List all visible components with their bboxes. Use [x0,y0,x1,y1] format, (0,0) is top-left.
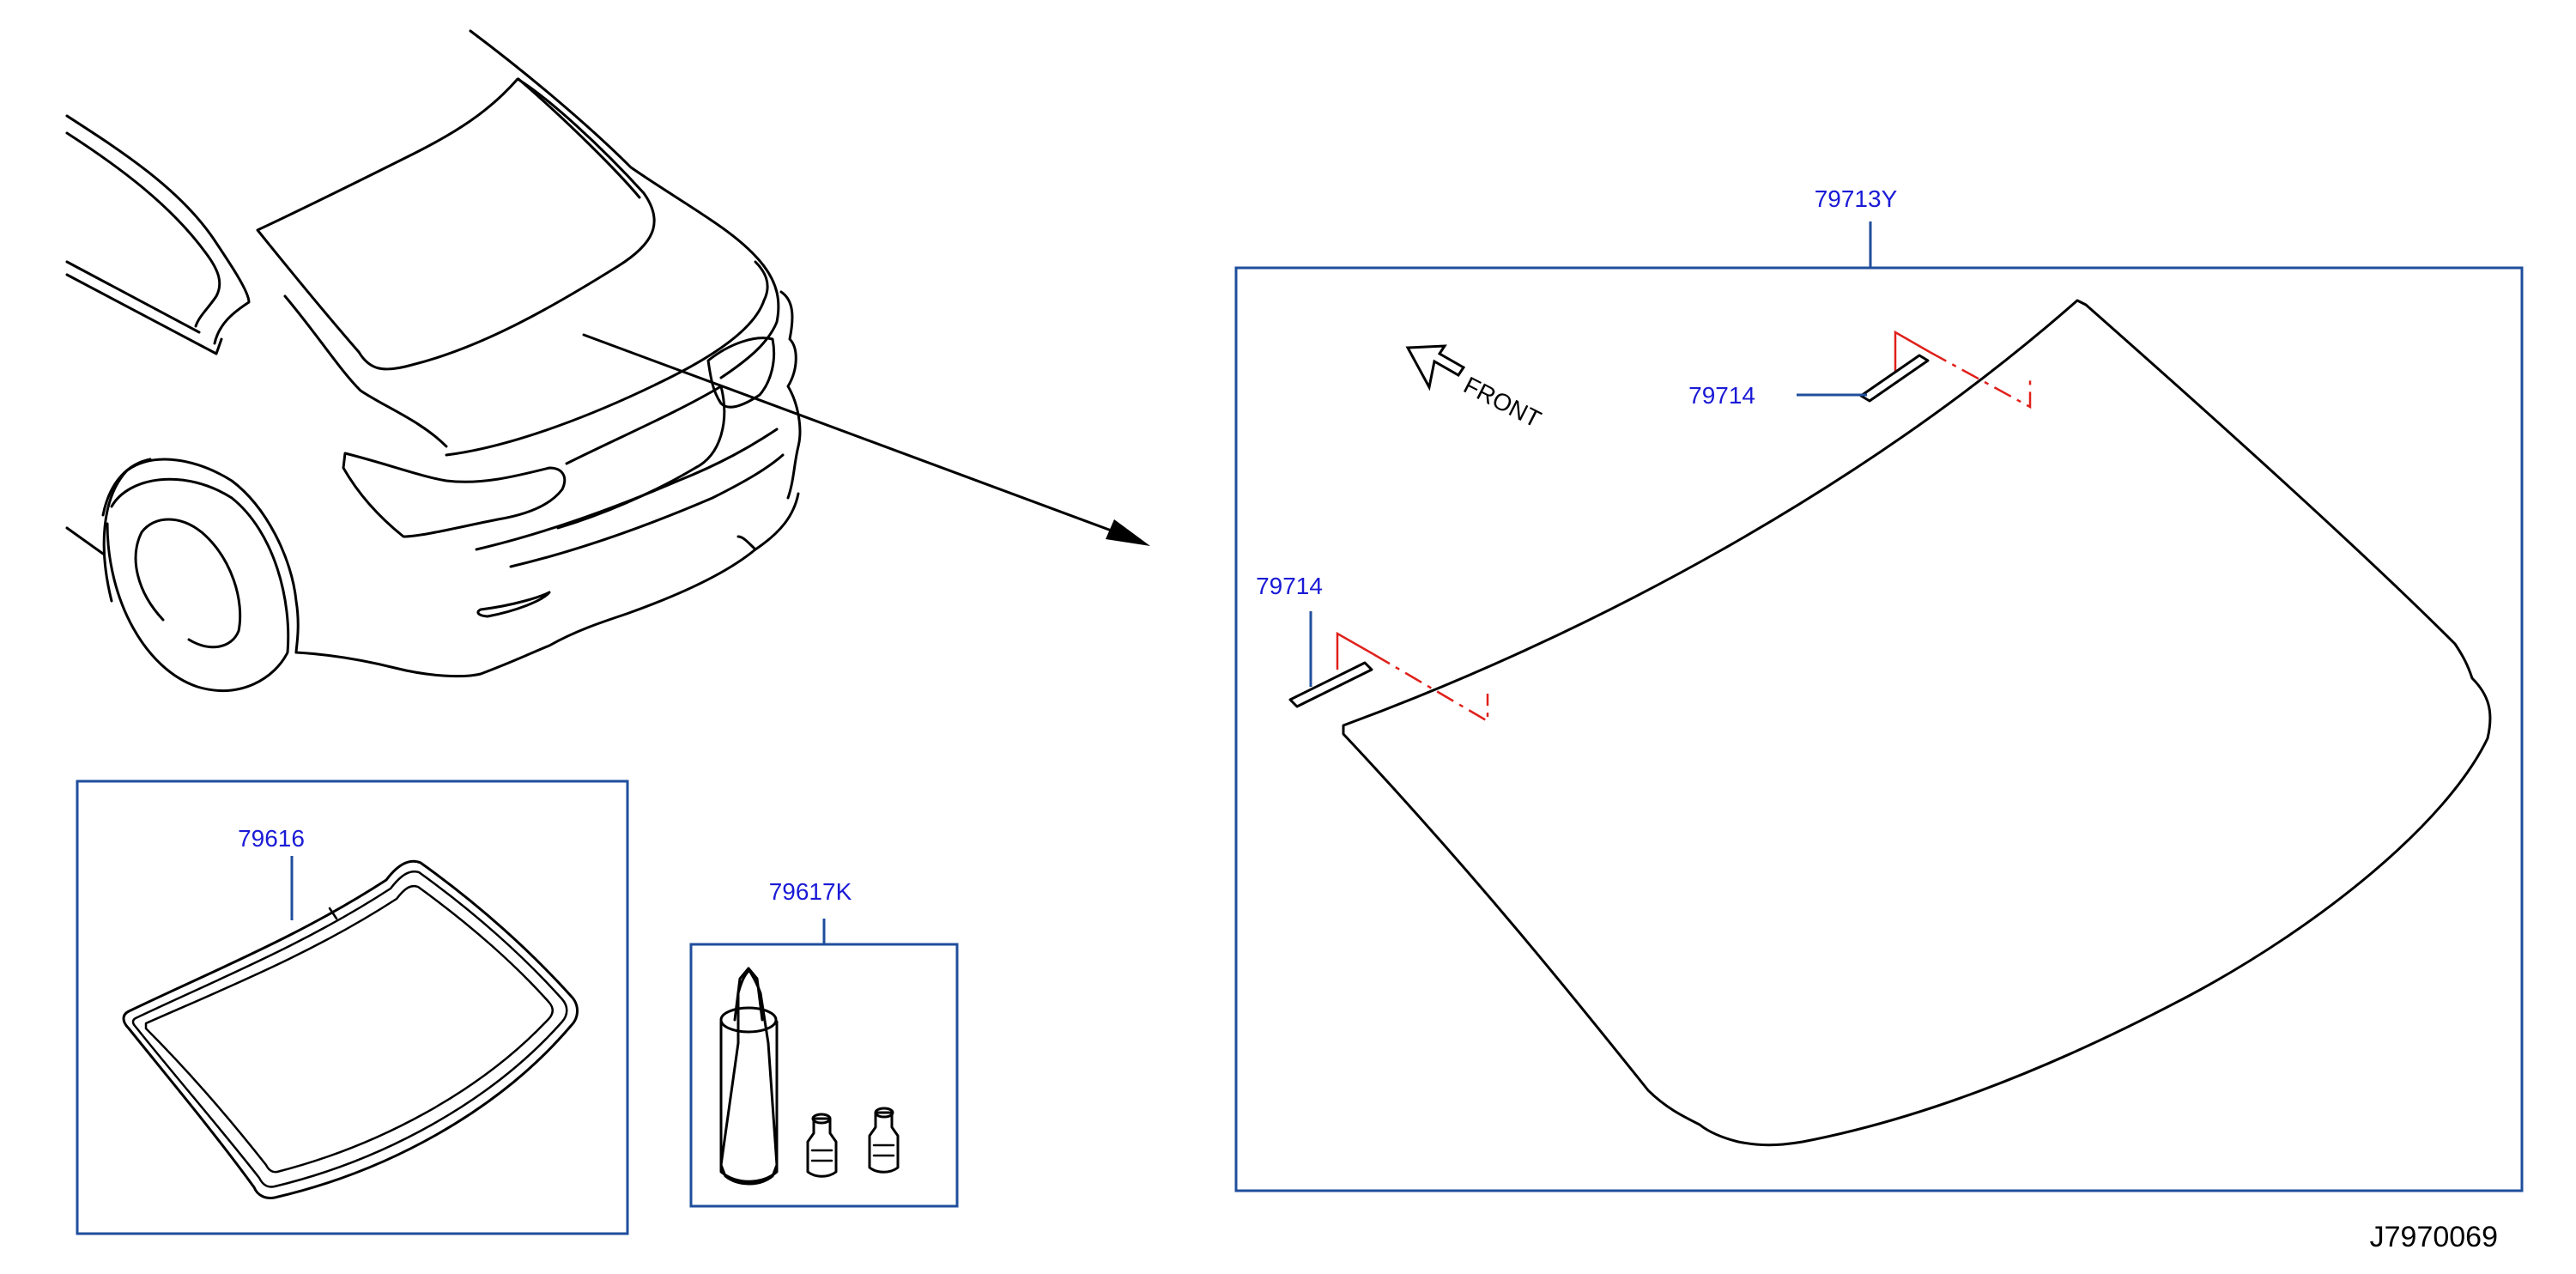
pointer-line [582,333,1118,534]
car-rear-illustration [65,29,1150,692]
adhesive-kit-frame [689,943,959,1208]
molding-part-number: 79616 [238,825,305,852]
solid-arrowhead-icon [1106,519,1150,546]
adhesive-kit-panel: 79617K [689,878,959,1208]
molding-panel: 79616 [76,780,629,1235]
windshield-part-number: 79713Y [1815,185,1898,212]
windshield-frame [1234,266,2524,1192]
clip-lower-part-number: 79714 [1256,573,1323,599]
clip-upper: 79714 [1688,330,2032,410]
molding-outline-outer [122,859,579,1199]
clip-lower: 79714 [1256,573,1489,724]
clip-upper-part-number: 79714 [1688,382,1755,409]
molding-outline-inner [144,884,554,1174]
primer-bottle-1 [806,1113,838,1178]
adhesive-kit-part-number: 79617K [769,878,852,905]
windshield-panel: 79713Y FRONT 79714 79714 [1234,185,2524,1192]
windshield-glass [1342,299,2492,1147]
molding-outline-mid [131,871,568,1188]
primer-bottle-2 [868,1107,900,1174]
drawing-code: J7970069 [2370,1221,2498,1253]
front-label: FRONT [1459,372,1545,433]
adhesive-cartridge [719,967,779,1186]
outline-arrow-up-left-icon [1405,344,1466,391]
molding-frame [76,780,629,1235]
front-direction-indicator: FRONT [1405,344,1545,433]
